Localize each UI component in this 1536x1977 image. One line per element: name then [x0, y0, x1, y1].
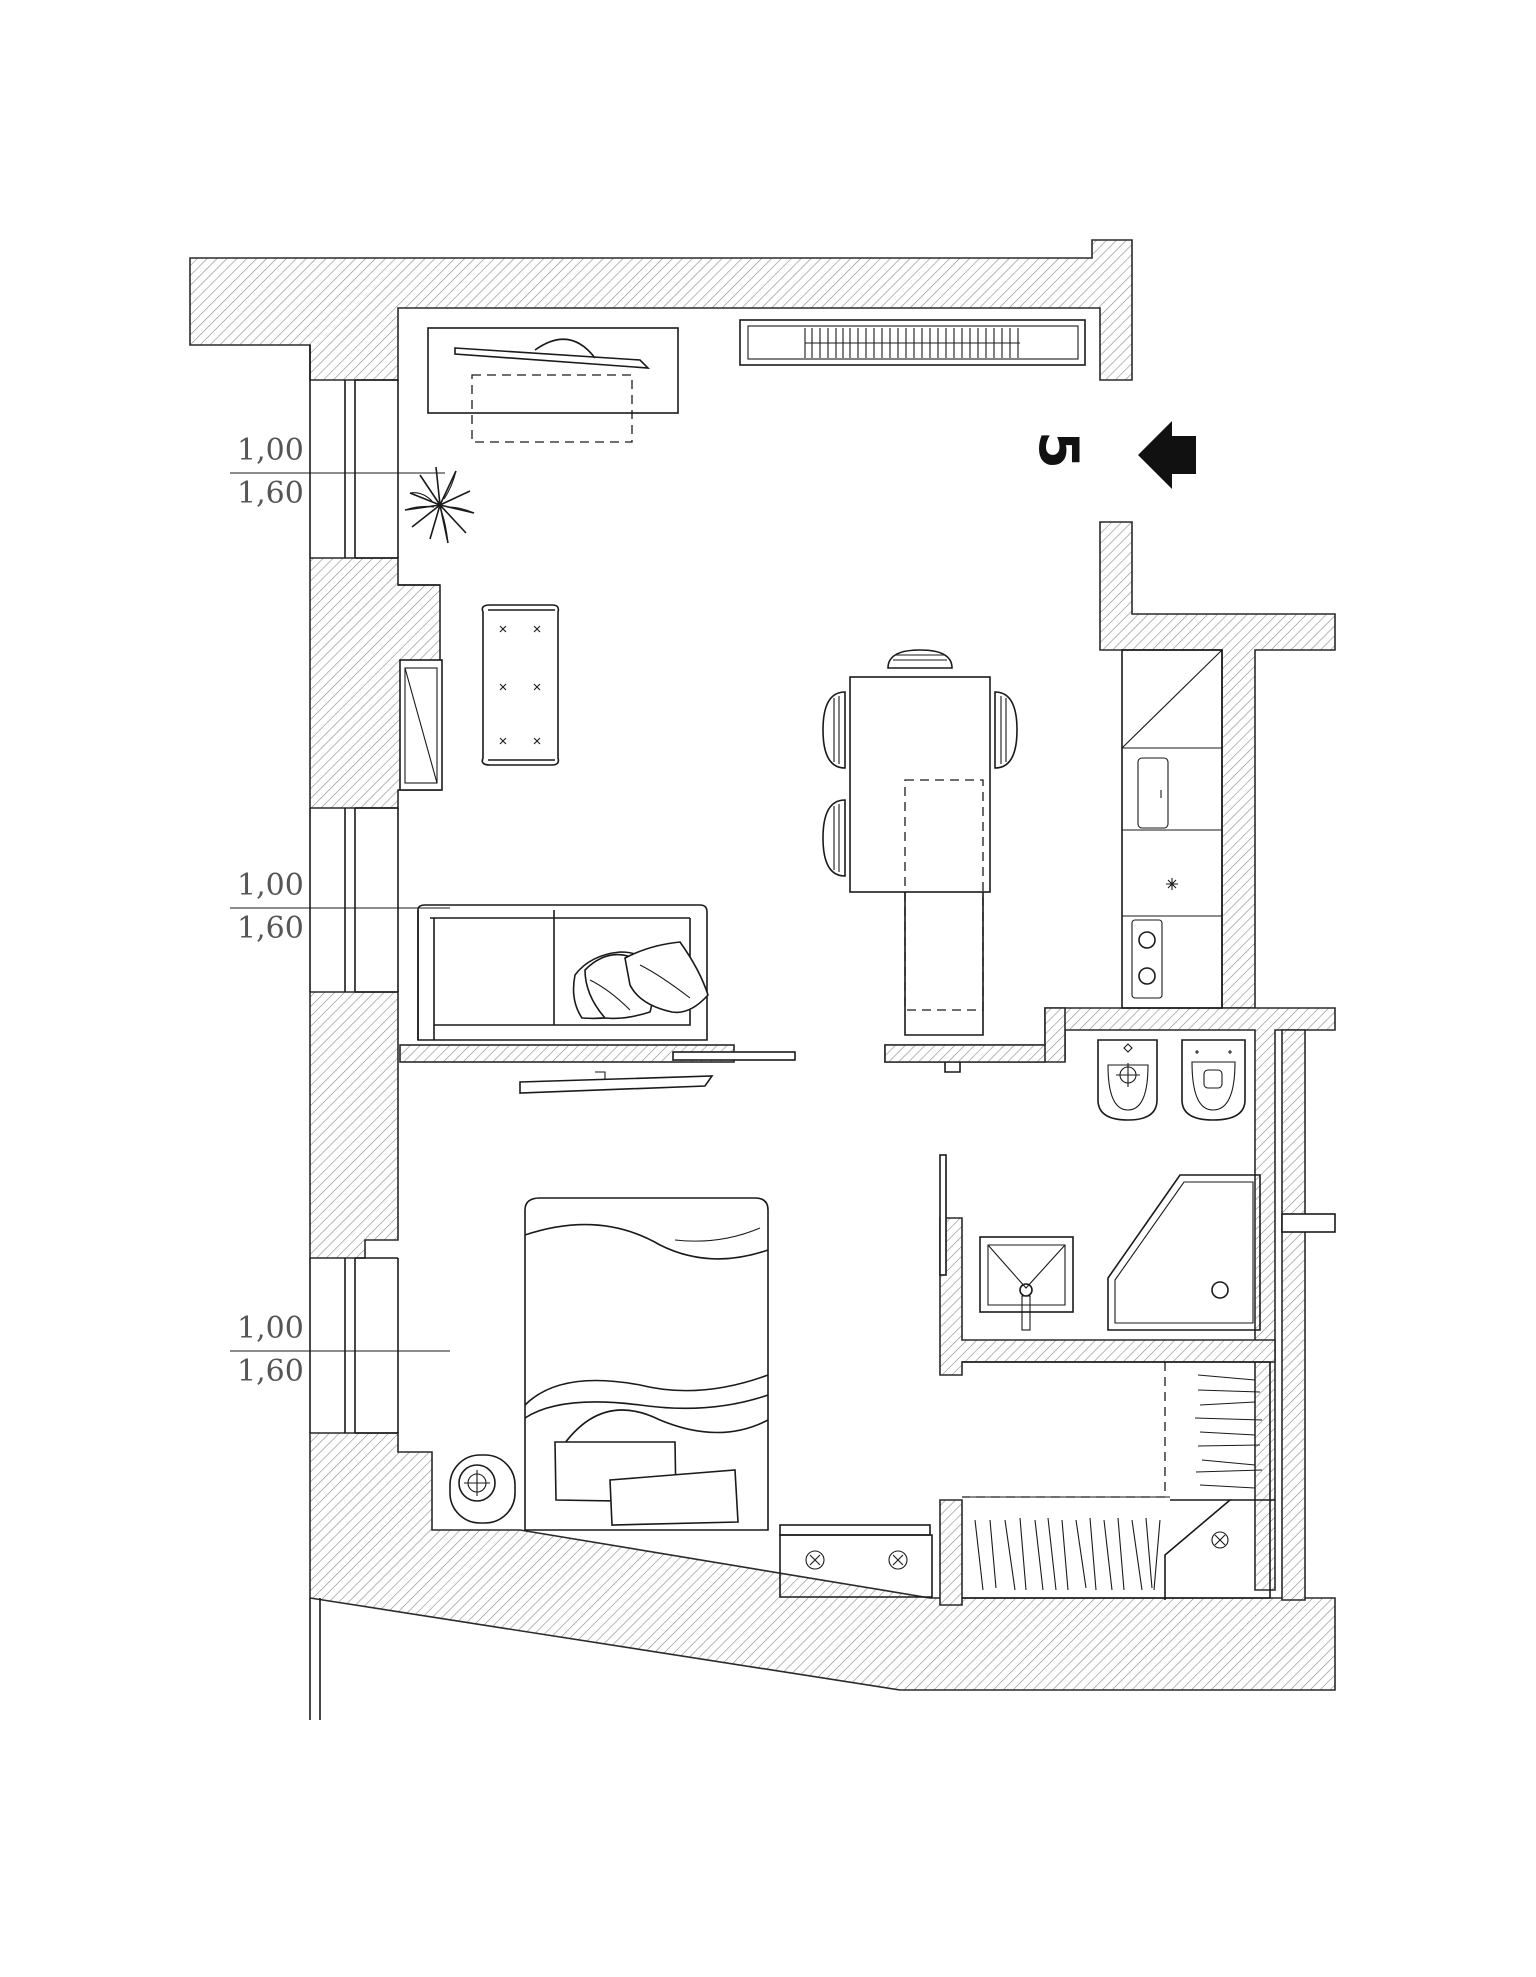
closet [962, 1361, 1275, 1600]
wall-closet [939, 1499, 963, 1606]
top-height-label: 1,60 [237, 476, 304, 511]
ottoman [481, 604, 560, 766]
top-height-label: 1,60 [237, 1354, 304, 1389]
entrance-number: 5 [1027, 431, 1090, 469]
wall-bottom [309, 1432, 1336, 1691]
bidet [1097, 1039, 1158, 1121]
bookshelf [739, 319, 1086, 366]
kitchen-peninsula-wall [884, 1044, 1046, 1073]
plant-icon [404, 466, 475, 544]
wall-left-pier-2 [309, 991, 399, 1259]
window-dimension-bottom: 1,00 1,60 [230, 1311, 450, 1389]
wall-cabinet [399, 659, 443, 791]
chair [887, 649, 953, 669]
chair [822, 799, 846, 877]
lamp-icon [449, 1454, 516, 1524]
wall-entrance-right [1099, 521, 1336, 1009]
sofa [417, 904, 709, 1041]
sill-height-label: 1,00 [237, 1311, 304, 1346]
arrow-left-icon [1138, 421, 1196, 489]
sliding-door [519, 1051, 796, 1094]
wall-stub-right [1281, 1213, 1336, 1233]
tv-console [427, 327, 679, 443]
toilet [1181, 1039, 1246, 1121]
dining-table [822, 649, 1018, 1036]
double-bed [524, 1197, 769, 1531]
window-dimension-top: 1,00 1,60 [230, 433, 445, 511]
bedroom-wardrobe [779, 1524, 933, 1598]
entrance-marker: 5 [1027, 421, 1196, 489]
window-dimension-middle: 1,00 1,60 [230, 868, 450, 946]
sill-height-label: 1,00 [237, 433, 304, 468]
chair [822, 691, 846, 769]
window-jambs [309, 345, 440, 1720]
shower [1107, 1174, 1261, 1331]
chair [994, 691, 1018, 769]
bathroom-door [939, 1154, 947, 1276]
bathroom-sink [979, 1236, 1074, 1331]
top-height-label: 1,60 [237, 911, 304, 946]
wall-bathroom-inner [939, 1217, 1276, 1376]
kitchen-counter [1121, 649, 1223, 1009]
wall-right-edge [1281, 1029, 1306, 1601]
sill-height-label: 1,00 [237, 868, 304, 903]
